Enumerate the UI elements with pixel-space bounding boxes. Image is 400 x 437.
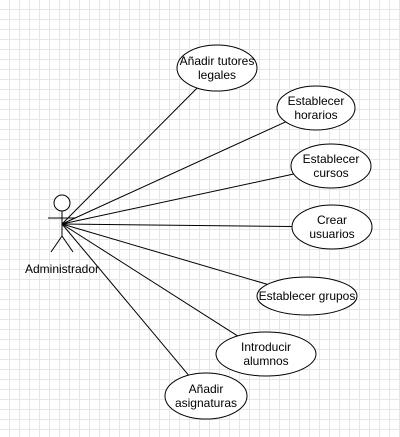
- association-line-uc6: [61, 223, 238, 337]
- use-case-label: alumnos: [243, 354, 288, 368]
- association-line-uc5: [61, 223, 268, 285]
- use-case-label: horarios: [294, 108, 337, 122]
- actor-label: Administrador: [25, 262, 99, 276]
- use-case-label: Introducir: [241, 340, 291, 354]
- use-case-label: Establecer: [288, 94, 345, 108]
- association-line-uc4: [61, 223, 293, 228]
- use-case-nodes: Añadir tutoreslegalesEstablecerhorariosE…: [164, 44, 373, 420]
- actor-head: [53, 194, 71, 212]
- association-line-uc1: [61, 87, 198, 225]
- use-case-label: usuarios: [309, 227, 354, 241]
- use-case-ellipse: [291, 204, 373, 250]
- use-case-label: asignaturas: [175, 396, 237, 410]
- use-case-label: Establecer: [303, 152, 360, 166]
- use-case-ellipse: [256, 276, 358, 316]
- use-case-uc5[interactable]: Establecer grupos: [256, 276, 358, 316]
- use-case-ellipse: [215, 331, 317, 377]
- association-lines: [61, 87, 294, 376]
- use-case-ellipse: [176, 44, 258, 92]
- use-case-label: cursos: [313, 166, 348, 180]
- use-case-ellipse: [290, 143, 372, 189]
- actor-left-leg: [50, 235, 63, 253]
- use-case-label: Establecer grupos: [259, 289, 356, 303]
- use-case-label: legales: [198, 68, 236, 82]
- association-line-uc2: [61, 121, 286, 225]
- association-line-uc7: [61, 223, 189, 376]
- use-case-ellipse: [276, 85, 356, 131]
- use-case-label: Añadir tutores: [180, 54, 255, 68]
- use-case-label: Crear: [317, 213, 347, 227]
- actor-administrador[interactable]: Administrador: [25, 194, 99, 276]
- use-case-ellipse: [164, 372, 248, 420]
- association-line-uc3: [61, 173, 294, 225]
- actor-right-leg: [61, 235, 74, 253]
- use-case-label: Añadir: [189, 382, 224, 396]
